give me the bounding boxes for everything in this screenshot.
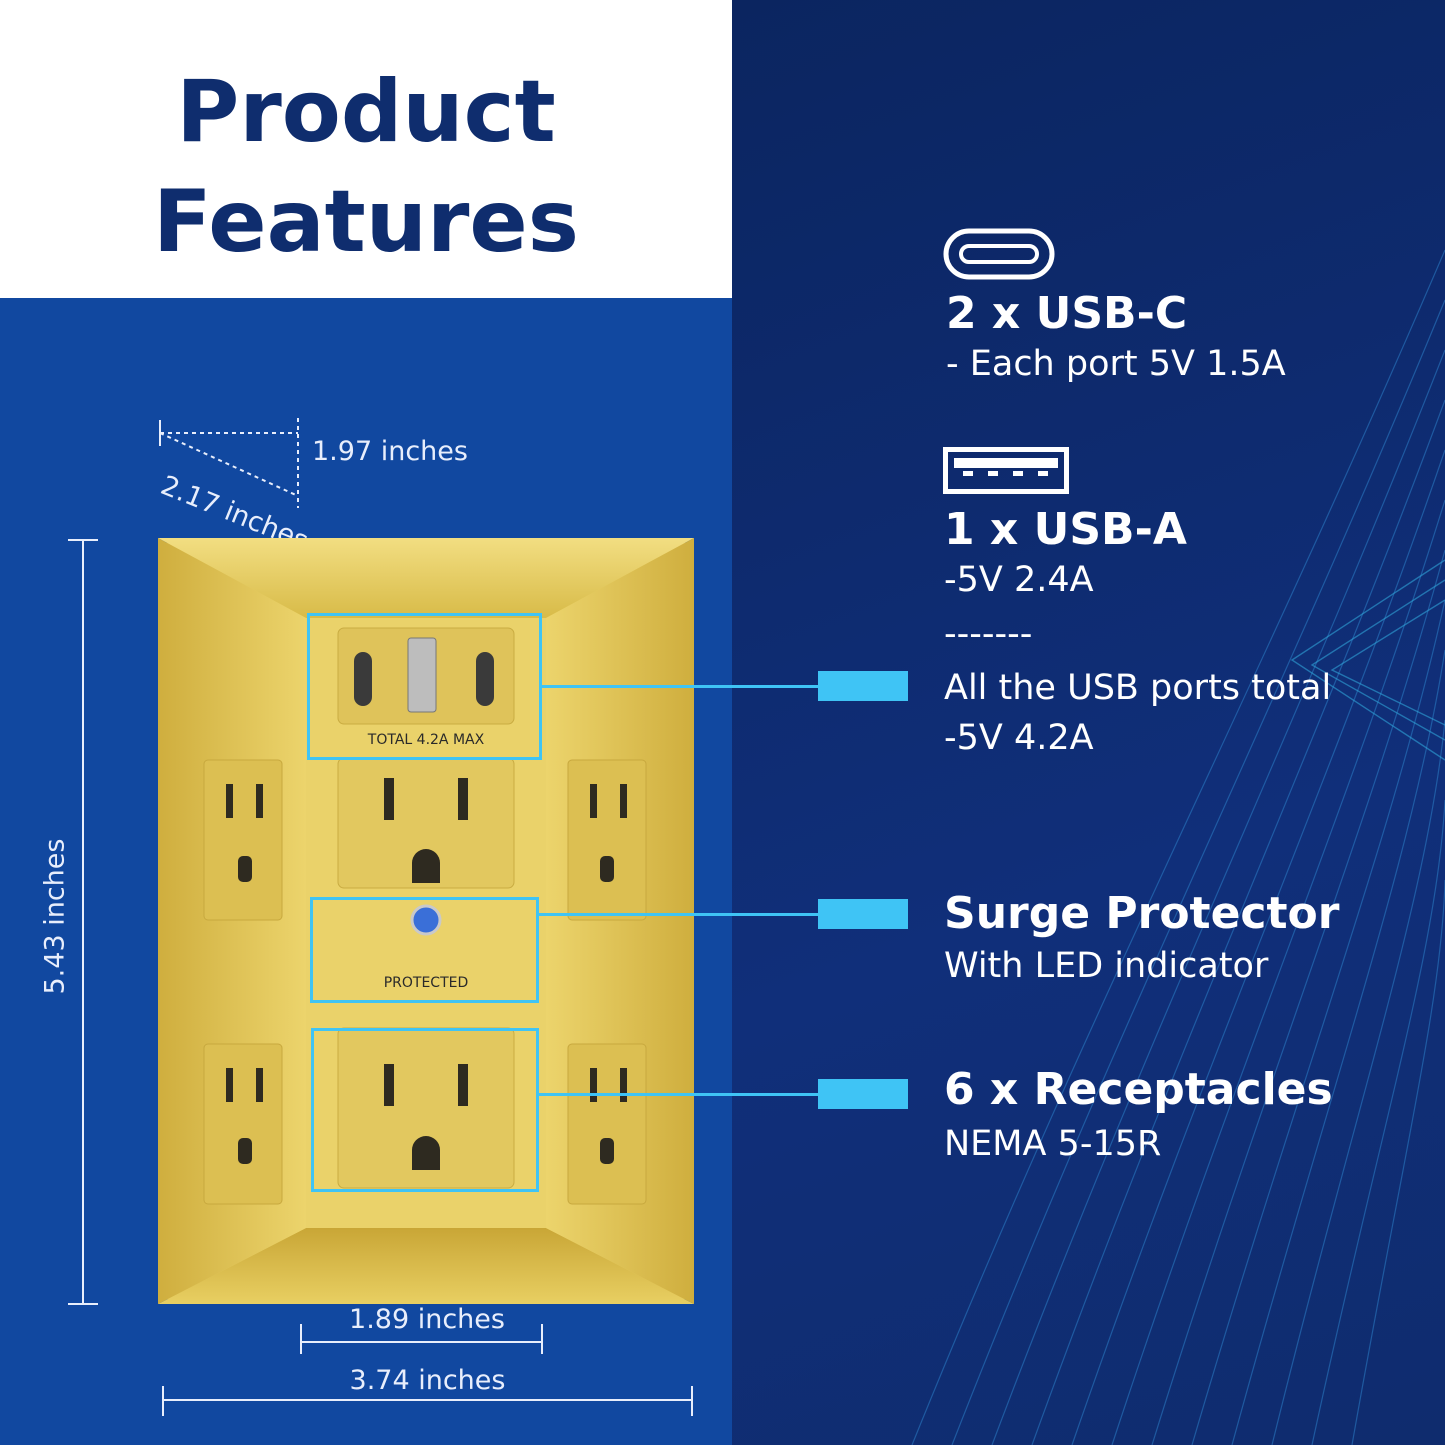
usb-a-port-icon <box>943 447 1069 494</box>
page-title-line-2: Features <box>153 172 579 272</box>
usb-c-title: 2 x USB-C <box>946 288 1188 339</box>
dimension-lines <box>68 418 693 1416</box>
outer-width-dimension-label: 3.74 inches <box>349 1365 506 1396</box>
usb-total-plate-label: TOTAL 4.2A MAX <box>367 732 485 748</box>
title-box <box>0 0 732 298</box>
surge-callout-tab <box>818 899 908 929</box>
usb-ports-callout-box <box>307 613 542 760</box>
usb-ports-callout-line <box>542 685 820 688</box>
inner-width-dimension-label: 1.89 inches <box>349 1304 505 1335</box>
receptacles-title: 6 x Receptacles <box>944 1064 1333 1115</box>
outlet-plate <box>158 538 694 1304</box>
surge-callout-line <box>539 913 820 916</box>
receptacle-callout-tab <box>818 1079 908 1109</box>
surge-subtitle: With LED indicator <box>944 946 1269 986</box>
usb-a-subtitle: -5V 2.4A <box>944 560 1094 600</box>
usb-c-subtitle: - Each port 5V 1.5A <box>946 344 1286 384</box>
protected-plate-label: PROTECTED <box>383 975 469 991</box>
decorative-lines <box>911 249 1445 1445</box>
usb-c-port-icon <box>943 228 1055 280</box>
surge-callout-box <box>310 897 539 1003</box>
usb-ports-callout-tab <box>818 671 908 701</box>
usb-total-line-1: All the USB ports total <box>944 668 1332 708</box>
depth-dimension-label: 1.97 inches <box>312 436 468 467</box>
height-dimension-label: 5.43 inches <box>39 838 71 995</box>
usb-total-line-2: -5V 4.2A <box>944 718 1094 758</box>
surge-title: Surge Protector <box>944 888 1340 939</box>
receptacles-subtitle: NEMA 5-15R <box>944 1124 1162 1164</box>
usb-a-title: 1 x USB-A <box>944 504 1187 555</box>
usb-divider: ------- <box>944 614 1033 654</box>
page-title-line-1: Product <box>176 62 556 162</box>
receptacle-callout-line <box>539 1093 820 1096</box>
right-panel <box>732 0 1445 1445</box>
receptacle-callout-box <box>311 1028 539 1192</box>
